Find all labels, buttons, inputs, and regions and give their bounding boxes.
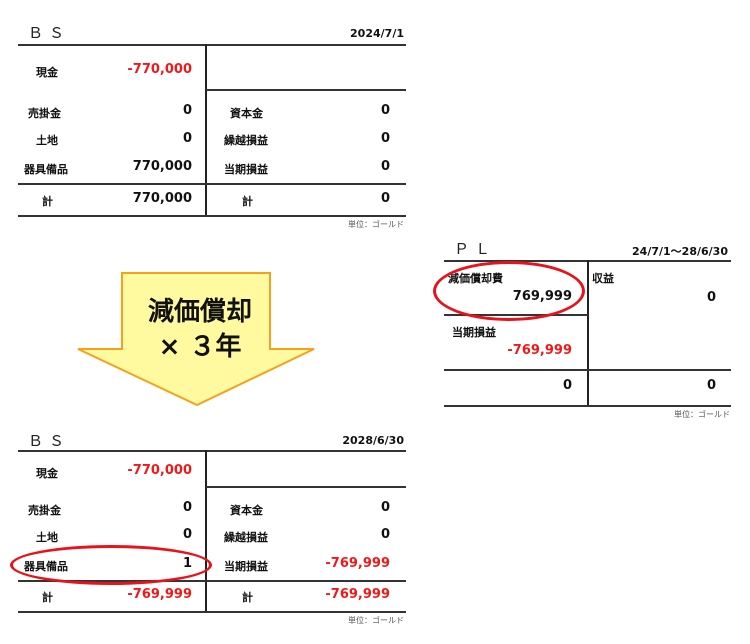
bs-start-title: ＢＳ [28,24,71,42]
divider [587,260,589,406]
divider [205,44,207,215]
divider [206,486,406,488]
pl-title: ＰＬ [454,240,497,258]
asset-label-cash: 現金 [36,66,58,79]
divider [18,44,406,46]
liability-value-capital: 0 [380,103,390,118]
divider [18,611,406,613]
liability-value-net-income: -769,999 [325,556,390,571]
asset-value-cash: -770,000 [127,463,192,478]
total-assets-label: 計 [42,195,53,208]
total-liabilities-value: 0 [380,191,390,206]
divider [18,450,406,452]
net-income-label: 当期損益 [452,326,496,339]
pl-total-right: 0 [706,378,716,393]
arrow-label-line2: × ３年 [158,332,242,362]
unit-label: 単位：ゴールド [348,220,404,229]
pl-total-left: 0 [562,378,572,393]
divider [18,215,406,217]
total-assets-value: -769,999 [127,587,192,602]
asset-value-land: 0 [182,527,192,542]
total-liabilities-value: -769,999 [325,587,390,602]
liability-value-retained: 0 [380,131,390,146]
liability-value-capital: 0 [380,500,390,515]
bs-start-date: 2024/7/1 [350,27,404,40]
arrow-label-line1: 減価償却 [147,297,252,327]
divider [444,369,731,371]
liability-label-net-income: 当期損益 [224,163,268,176]
divider [18,580,406,582]
highlight-ellipse [433,261,585,321]
pl-period: 24/7/1～28/6/30 [632,245,728,258]
liability-value-retained: 0 [380,527,390,542]
asset-value-equipment: 770,000 [132,159,192,174]
liability-label-retained: 繰越損益 [224,531,268,544]
asset-label-receivable: 売掛金 [28,107,61,120]
bs-end-date: 2028/6/30 [342,434,404,447]
total-assets-label: 計 [42,591,53,604]
divider [444,405,731,407]
unit-label: 単位：ゴールド [348,616,404,625]
unit-label: 単位：ゴールド [674,410,730,419]
divider [205,450,207,612]
down-arrow-icon [77,272,315,407]
total-assets-value: 770,000 [132,191,192,206]
asset-label-land: 土地 [36,134,58,147]
asset-value-receivable: 0 [182,500,192,515]
asset-label-land: 土地 [36,531,58,544]
liability-value-net-income: 0 [380,159,390,174]
liability-label-retained: 繰越損益 [224,134,268,147]
divider [206,89,406,91]
liability-label-net-income: 当期損益 [224,560,268,573]
asset-value-land: 0 [182,131,192,146]
total-liabilities-label: 計 [242,591,253,604]
highlight-ellipse [10,545,212,585]
asset-value-receivable: 0 [182,103,192,118]
revenue-label: 収益 [592,272,614,285]
asset-label-cash: 現金 [36,467,58,480]
net-income-value: -769,999 [507,343,572,358]
divider [18,183,406,185]
asset-label-receivable: 売掛金 [28,504,61,517]
asset-label-equipment: 器具備品 [24,163,68,176]
revenue-value: 0 [706,290,716,305]
liability-label-capital: 資本金 [230,504,263,517]
total-liabilities-label: 計 [242,195,253,208]
asset-value-cash: -770,000 [127,62,192,77]
bs-end-title: ＢＳ [28,432,71,450]
liability-label-capital: 資本金 [230,107,263,120]
